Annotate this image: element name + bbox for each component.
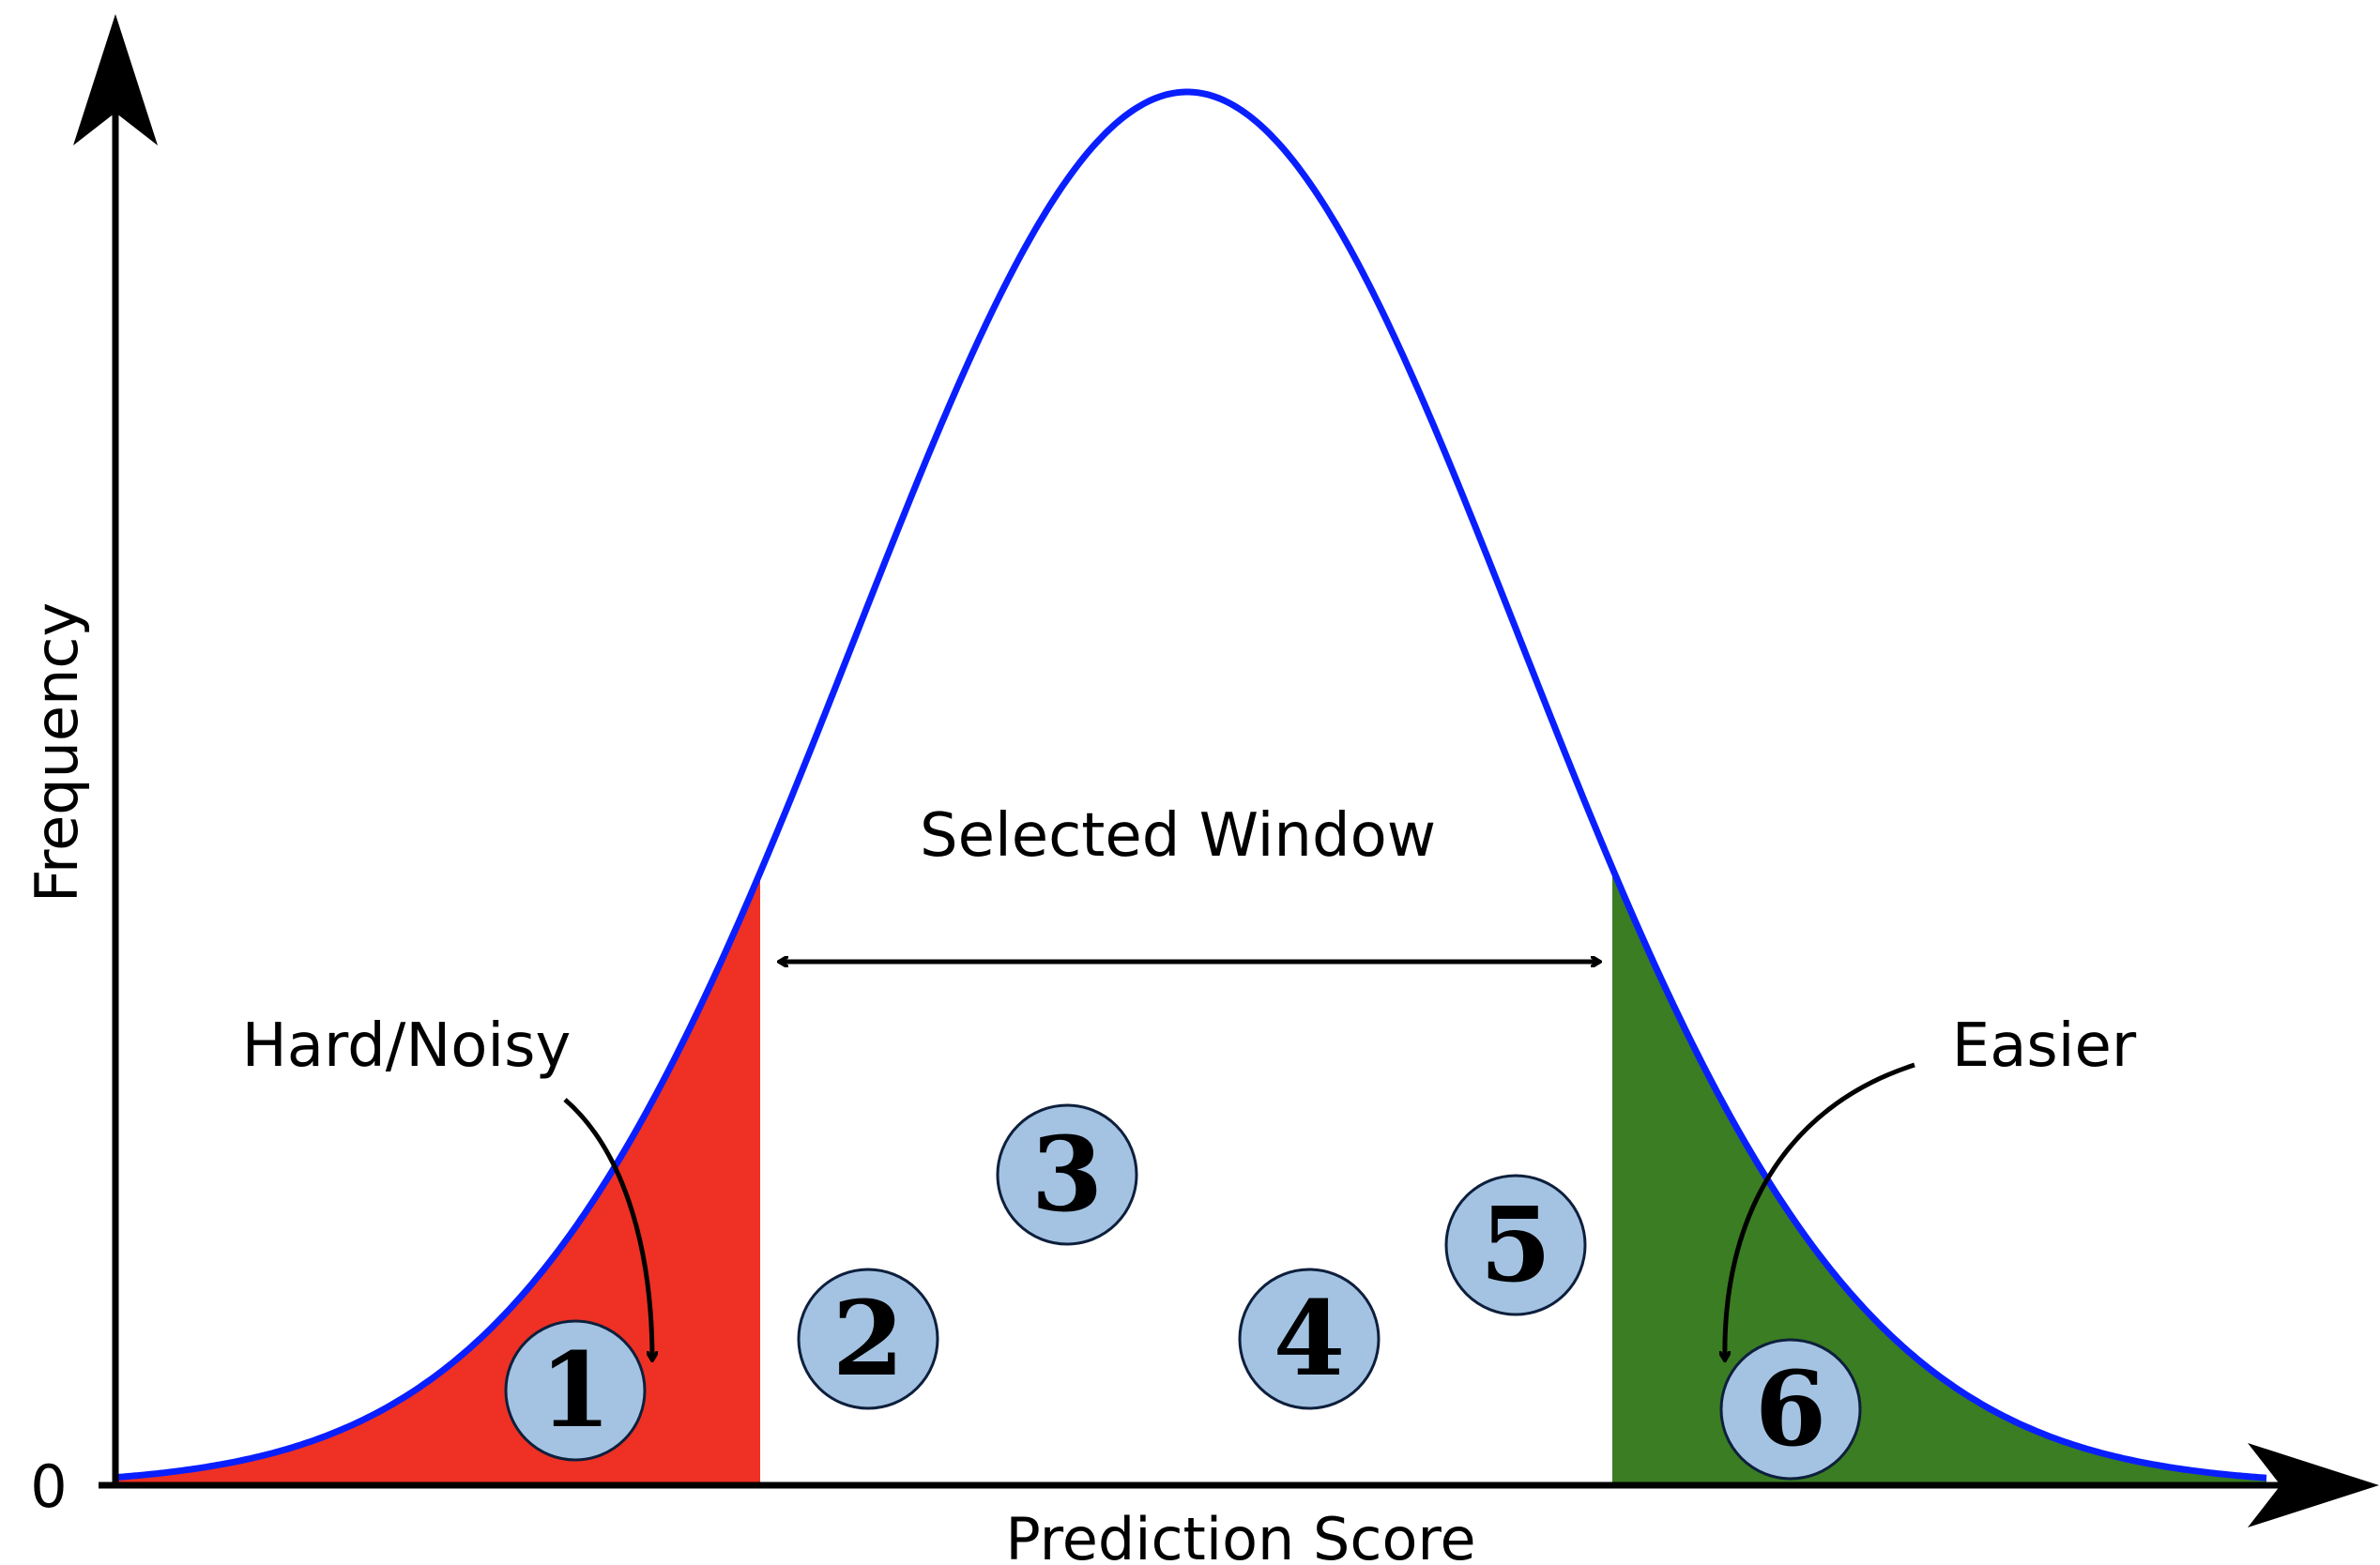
sample-badge-number: 3 (1031, 1114, 1104, 1235)
sample-badge-3: 3 (996, 1103, 1138, 1246)
sample-badge-2: 2 (797, 1268, 939, 1410)
hard-noisy-label: Hard/Noisy (242, 1011, 572, 1081)
sample-badge-1: 1 (504, 1319, 647, 1462)
hard-noisy-pointer-arrow (563, 1098, 652, 1360)
sample-badges: 1 2 3 4 5 6 (504, 1103, 1862, 1481)
sample-badge-4: 4 (1238, 1268, 1381, 1410)
sample-badge-5: 5 (1444, 1174, 1587, 1316)
hard-noisy-region (115, 872, 760, 1485)
distribution-curve (114, 88, 2267, 1481)
x-axis-label: Prediction Score (1005, 1505, 1475, 1565)
x-axis-arrowhead (2248, 1443, 2379, 1527)
easier-pointer-arrow (1725, 1062, 1915, 1360)
y-zero-label: 0 (30, 1452, 67, 1521)
easier-region (1612, 868, 2266, 1485)
selected-window-label: Selected Window (920, 801, 1436, 871)
sample-badge-number: 5 (1480, 1184, 1552, 1305)
sample-badge-number: 4 (1274, 1278, 1346, 1399)
y-axis-label: Frequency (23, 602, 91, 903)
easier-label: Easier (1952, 1011, 2137, 1081)
sample-badge-number: 2 (832, 1278, 905, 1399)
y-axis-arrowhead (73, 14, 158, 145)
sample-badge-number: 6 (1755, 1348, 1827, 1469)
sample-badge-6: 6 (1719, 1338, 1862, 1481)
sample-badge-number: 1 (540, 1329, 612, 1451)
